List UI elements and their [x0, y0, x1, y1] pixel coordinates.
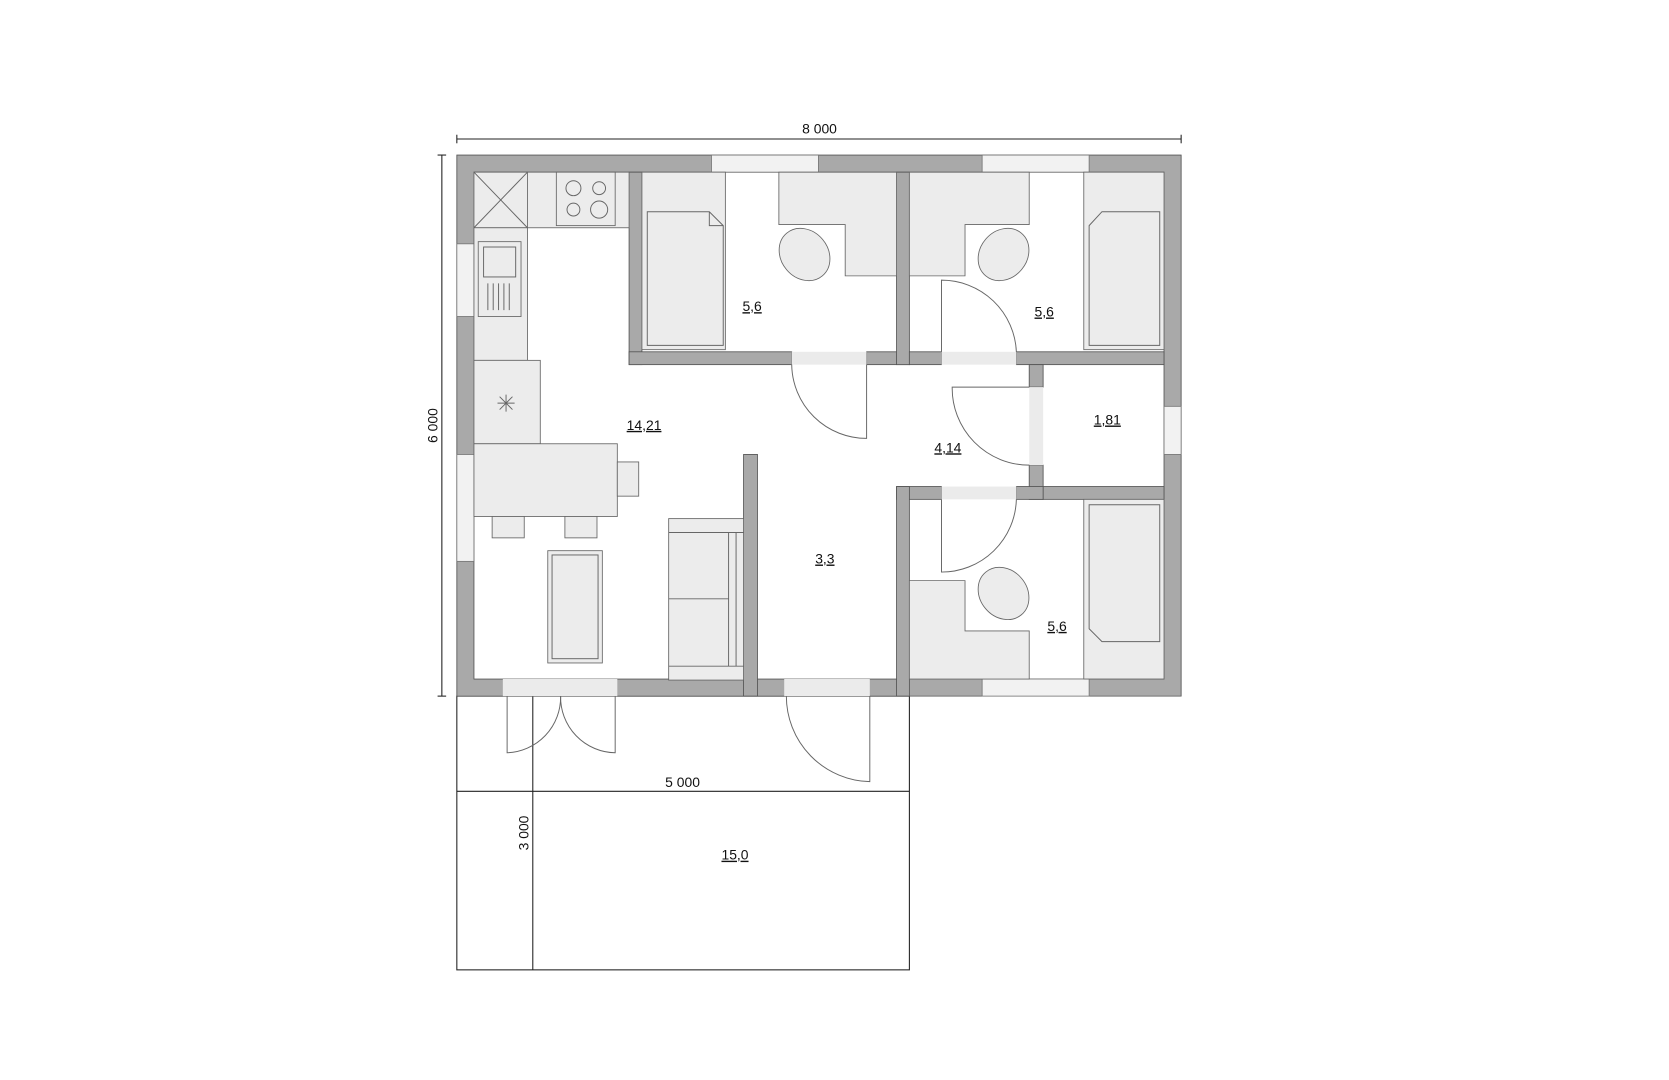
door-swing [560, 696, 616, 754]
desk [908, 171, 1030, 277]
bed [1083, 171, 1165, 351]
desk [778, 171, 897, 277]
stove [555, 171, 616, 227]
room-area-terrace: 15,0 [721, 847, 748, 863]
terrace-width-label: 5 000 [665, 774, 700, 790]
sofa [668, 518, 744, 681]
bed [1083, 498, 1165, 680]
door-swing [941, 499, 1017, 573]
office-chair [977, 566, 1030, 621]
window [981, 154, 1090, 173]
room-area-hall: 4,14 [934, 439, 961, 455]
dimension-width-label: 8 000 [802, 121, 837, 137]
office-chair [977, 227, 1030, 282]
room-area-living-kitchen: 14,21 [627, 417, 662, 433]
door-swing [941, 279, 1017, 352]
room-area-bedroom-top-left: 5,6 [742, 298, 762, 314]
window [456, 454, 475, 562]
dining-table [473, 443, 618, 517]
openings [502, 351, 1044, 697]
room-area-corridor: 3,3 [815, 551, 835, 567]
room-labels: 14,21 5,6 5,6 1,81 4,14 3,3 5,6 [627, 298, 1121, 634]
dimension-left: 6 000 [425, 154, 447, 697]
window [456, 243, 475, 317]
door-swing [785, 696, 871, 783]
sink [477, 241, 522, 317]
chair [491, 516, 525, 539]
door-swing [506, 696, 562, 754]
window [711, 154, 819, 173]
window [1163, 405, 1182, 455]
window [981, 678, 1090, 697]
desk [908, 580, 1030, 680]
terrace-depth-label: 3 000 [516, 815, 532, 850]
furniture [473, 171, 1165, 681]
chair [564, 516, 598, 539]
room-area-bedroom-top-right: 5,6 [1035, 304, 1055, 320]
dimension-top: 8 000 [456, 121, 1182, 144]
bed [641, 171, 726, 351]
room-area-bathroom: 1,81 [1094, 412, 1121, 428]
door-swing [791, 364, 868, 439]
terrace: 5 000 3 000 15,0 [456, 695, 910, 971]
door-swing [951, 386, 1030, 466]
doors [506, 279, 1030, 783]
room-area-bedroom-bottom-right: 5,6 [1047, 618, 1067, 634]
office-chair [778, 227, 831, 282]
dimension-depth-label: 6 000 [425, 408, 441, 443]
chair [616, 461, 640, 497]
coffee-table [547, 550, 603, 664]
